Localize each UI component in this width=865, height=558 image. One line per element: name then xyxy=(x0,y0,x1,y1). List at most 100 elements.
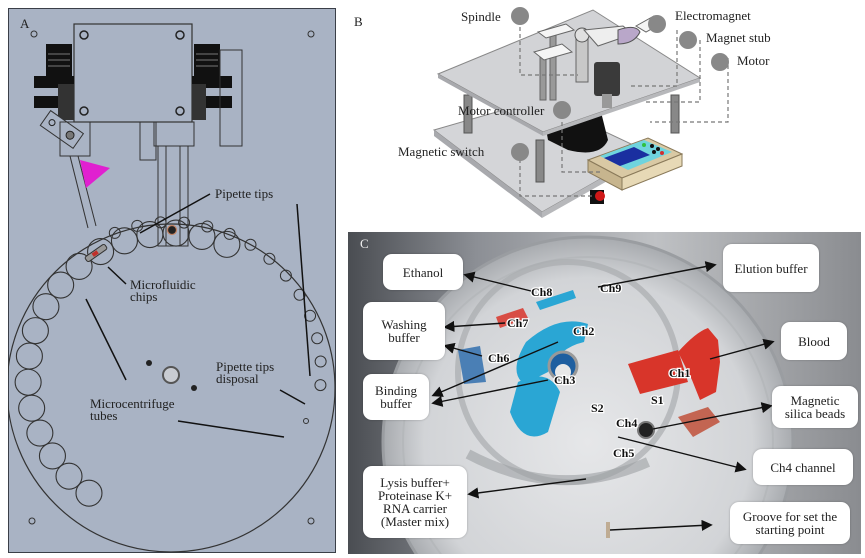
chamber-label-ch5: Ch5 xyxy=(613,446,634,460)
chamber-label-ch6: Ch6 xyxy=(488,351,509,365)
panel-b-device-3d: B xyxy=(338,0,865,228)
center-hub xyxy=(162,366,180,384)
label-pipette-disposal-2: disposal xyxy=(216,371,259,386)
label-lysis-2: Proteinase K+ xyxy=(377,488,453,503)
label-beads-1: Magnetic xyxy=(790,393,840,408)
right-pulley xyxy=(192,44,243,147)
label-microfluidic-chips-2: chips xyxy=(130,289,157,304)
chamber-ch8 xyxy=(536,290,576,310)
chamber-label-s2: S2 xyxy=(591,401,604,415)
panel-c-photo: Ch1 Ch2 Ch3 Ch4 Ch5 Ch6 Ch7 Ch8 Ch9 S1 S… xyxy=(348,232,861,554)
screw-hole xyxy=(30,30,38,38)
label-box-ethanol: Ethanol xyxy=(383,254,463,290)
label-ch4-channel: Ch4 channel xyxy=(770,459,836,475)
chamber-ch1 xyxy=(628,350,688,394)
label-box-ch4-channel: Ch4 channel xyxy=(753,449,853,485)
label-binding-2: buffer xyxy=(380,396,412,411)
pipette-tip-holes xyxy=(108,216,327,392)
panel-letter-c: C xyxy=(360,236,369,251)
lcd-screen xyxy=(604,147,650,166)
tip-slot xyxy=(131,219,144,232)
chamber-label-ch2: Ch2 xyxy=(573,324,594,338)
leader-line xyxy=(139,193,211,234)
tube-slot xyxy=(55,462,83,490)
label-magnet-stub: Magnet stub xyxy=(706,30,771,45)
chip-disc xyxy=(381,235,795,554)
label-washing-2: buffer xyxy=(388,330,420,345)
tip-slot xyxy=(178,216,191,229)
tip-slot xyxy=(279,269,292,282)
tube-slot xyxy=(87,237,115,266)
label-microfluidic-chips-1: Microfluidic xyxy=(130,277,196,292)
panel-letter-b: B xyxy=(354,14,363,29)
tip-slot xyxy=(314,379,327,392)
blood-inlet xyxy=(678,328,720,400)
label-electromagnet: Electromagnet xyxy=(675,8,751,23)
panel-a-cad-top-view: A xyxy=(6,7,337,554)
panel-letter-a: A xyxy=(20,16,30,31)
chamber-label-ch1: Ch1 xyxy=(669,366,690,380)
screw-hole xyxy=(28,517,36,525)
tube-slot xyxy=(47,271,75,299)
label-lysis-1: Lysis buffer+ xyxy=(380,475,450,490)
label-box-magnetic-beads: Magnetic silica beads xyxy=(772,386,858,428)
label-groove-2: starting point xyxy=(755,522,825,537)
label-dots xyxy=(511,7,729,161)
electromagnet xyxy=(574,25,641,83)
label-ethanol: Ethanol xyxy=(402,264,444,280)
label-box-groove: Groove for set the starting point xyxy=(730,502,850,544)
chamber-ch3 xyxy=(510,376,560,437)
label-groove-1: Groove for set the xyxy=(742,509,838,524)
chamber-label-ch3: Ch3 xyxy=(554,373,575,387)
leader-line xyxy=(85,298,127,381)
label-lysis-4: (Master mix) xyxy=(380,514,450,529)
annotation-arrows xyxy=(431,261,775,532)
label-spindle: Spindle xyxy=(461,9,501,24)
label-binding-1: Binding xyxy=(375,383,417,398)
tip-slot xyxy=(314,355,327,368)
motor-block xyxy=(73,23,193,123)
microcentrifuge-tubes xyxy=(14,219,241,507)
pillar xyxy=(670,94,680,134)
label-lysis-3: RNA carrier xyxy=(383,501,447,516)
microfluidic-chip xyxy=(84,243,108,263)
screw-hole xyxy=(307,30,315,38)
chamber-label-ch4: Ch4 xyxy=(616,416,637,430)
cad-drawing: A xyxy=(6,7,337,554)
label-box-blood: Blood xyxy=(781,322,847,360)
tip-slot xyxy=(201,220,214,233)
tip-slot xyxy=(108,226,121,239)
tube-slot xyxy=(110,227,138,255)
label-motor-controller: Motor controller xyxy=(458,103,545,118)
chamber-label-s1: S1 xyxy=(651,393,664,407)
label-washing-1: Washing xyxy=(381,317,427,332)
tip-slot xyxy=(244,238,257,251)
tip-slot xyxy=(311,332,324,345)
label-microcentrifuge-2: tubes xyxy=(90,408,117,423)
label-box-elution-buffer: Elution buffer xyxy=(723,244,819,292)
tube-slot xyxy=(26,419,54,447)
tip-slot xyxy=(223,227,236,240)
motor-cylinder xyxy=(594,62,620,96)
screw-hole xyxy=(307,517,315,525)
label-microcentrifuge-1: Microcentrifuge xyxy=(90,396,175,411)
tube-slot xyxy=(213,230,241,258)
label-pipette-tips: Pipette tips xyxy=(215,186,273,201)
chamber-ch2 xyxy=(516,321,588,384)
chamber-label-ch7: Ch7 xyxy=(507,316,528,330)
leader-line xyxy=(107,266,127,285)
label-box-lysis-buffer: Lysis buffer+ Proteinase K+ RNA carrier … xyxy=(363,466,467,538)
tip-slot xyxy=(293,288,306,301)
dashed-leaders xyxy=(519,20,729,197)
tube-slot xyxy=(32,293,60,321)
chamber-label-ch8: Ch8 xyxy=(531,285,552,299)
magenta-marker xyxy=(80,160,110,188)
label-beads-2: silica beads xyxy=(784,406,846,421)
leader-line xyxy=(296,203,311,377)
left-pulley xyxy=(34,44,74,120)
tube-slot xyxy=(21,317,49,345)
label-box-washing-buffer: Washing buffer xyxy=(363,302,445,360)
label-magnetic-switch: Magnetic switch xyxy=(398,144,485,159)
label-pipette-disposal-1: Pipette tips xyxy=(216,359,274,374)
motor-controller-box xyxy=(586,137,684,191)
